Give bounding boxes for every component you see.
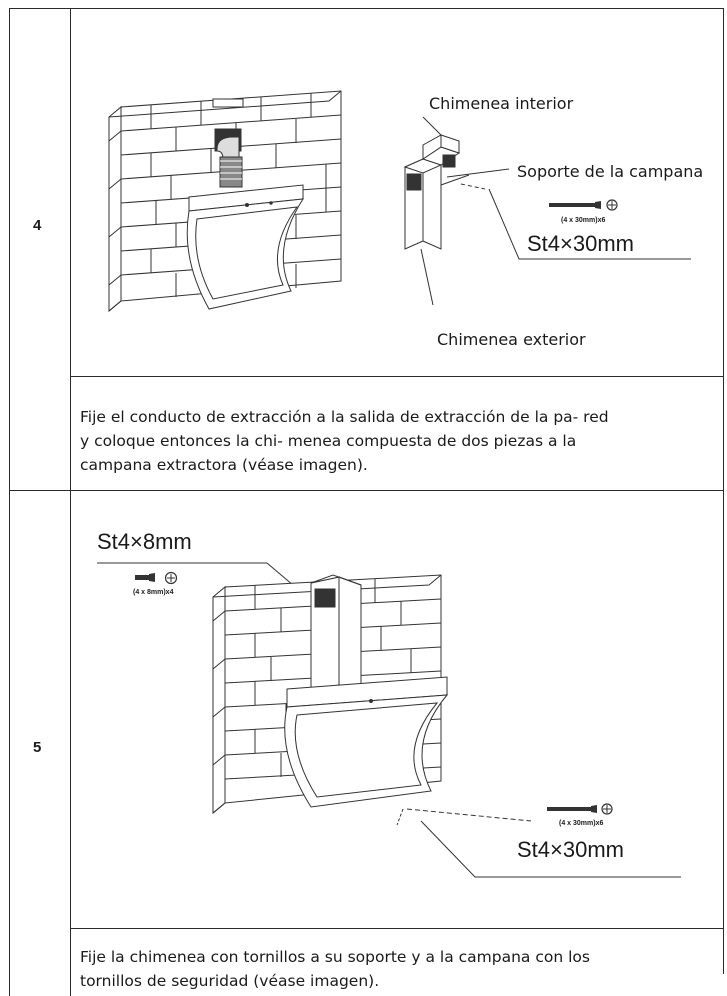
- range-hood: [186, 184, 304, 310]
- caption-line: campana extractora (véase imagen).: [80, 456, 368, 474]
- table-top-border: [9, 8, 724, 9]
- small-screw-icon: [135, 571, 178, 585]
- row-divider: [9, 490, 724, 491]
- table-right-border: [723, 8, 724, 974]
- caption-line: tornillos de seguridad (véase imagen).: [80, 972, 380, 990]
- step-number: 4: [33, 217, 42, 234]
- row5-image-divider: [70, 928, 724, 929]
- screw-spec-label: (4 x 30mm)x6: [559, 820, 603, 827]
- chimney-pieces: [403, 134, 470, 250]
- outer-chimney-label: Chimenea exterior: [437, 330, 586, 349]
- step5-caption: Fije la chimenea con tornillos a su sopo…: [80, 945, 590, 993]
- hood-bracket-label: Soporte de la campana: [517, 162, 703, 181]
- screw-icon: [547, 803, 613, 815]
- step5-illustration: St4×8mm (4 x 8mm)x4: [97, 529, 681, 878]
- caption-line: Fije la chimenea con tornillos a su sopo…: [80, 948, 590, 966]
- inner-chimney-label: Chimenea interior: [429, 94, 574, 113]
- leader-lines: [396, 808, 681, 878]
- table-left-border: [9, 8, 10, 996]
- top-screw-spec-label: (4 x 8mm)x4: [133, 589, 174, 596]
- screw-spec-label: (4 x 30mm)x6: [561, 217, 605, 224]
- step4-illustration: Chimenea interior Soporte de la campana …: [108, 90, 703, 349]
- screw-icon: [549, 199, 618, 211]
- top-screw-size-label: St4×8mm: [97, 529, 192, 554]
- table-column-divider: [70, 8, 71, 996]
- step4-caption: Fije el conducto de extracción a la sali…: [80, 405, 609, 477]
- range-hood: [284, 676, 449, 808]
- exhaust-duct: [212, 98, 244, 188]
- chimney: [310, 574, 362, 692]
- leader-lines: [420, 116, 691, 306]
- screw-size-label: St4×30mm: [527, 231, 634, 256]
- screw-size-label: St4×30mm: [517, 837, 624, 862]
- row4-image-divider: [70, 376, 724, 377]
- step-number: 5: [33, 739, 42, 756]
- caption-line: y coloque entonces la chi- menea compues…: [80, 432, 577, 450]
- caption-line: Fije el conducto de extracción a la sali…: [80, 408, 609, 426]
